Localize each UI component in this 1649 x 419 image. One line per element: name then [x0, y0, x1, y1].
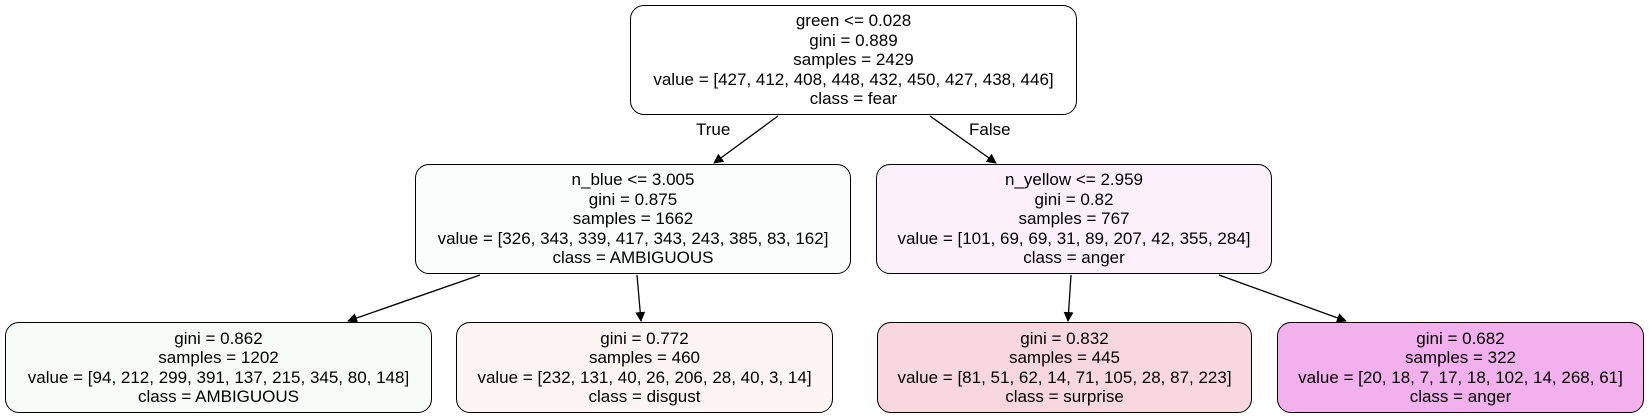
node-value: value = [427, 412, 408, 448, 432, 450, 4… — [653, 69, 1054, 89]
edge-label-true: True — [696, 120, 731, 139]
node-samples: samples = 767 — [1018, 209, 1130, 229]
node-class: class = disgust — [588, 387, 701, 406]
edge-left-to-leaf-2 — [635, 274, 646, 322]
tree-leaf-2: gini = 0.772 samples = 460 value = [232,… — [456, 322, 833, 413]
node-gini: gini = 0.682 — [1416, 328, 1505, 348]
node-samples: samples = 322 — [1404, 348, 1517, 367]
tree-leaf-1: gini = 0.862 samples = 1202 value = [94,… — [5, 322, 432, 413]
edge-right-to-leaf-3 — [1063, 274, 1074, 322]
node-condition: n_blue <= 3.005 — [571, 170, 695, 190]
node-samples: samples = 2429 — [793, 50, 914, 70]
node-gini: gini = 0.875 — [588, 189, 678, 209]
node-samples: samples = 445 — [1008, 348, 1121, 367]
tree-leaf-4: gini = 0.682 samples = 322 value = [20, … — [1277, 322, 1644, 413]
edge-left-to-leaf-1 — [347, 274, 481, 323]
node-class: class = AMBIGUOUS — [552, 248, 714, 268]
edge-right-to-leaf-4 — [1218, 274, 1347, 323]
node-value: value = [94, 212, 299, 391, 137, 215, 34… — [27, 367, 410, 387]
edge-label-false: False — [969, 120, 1011, 139]
node-value: value = [20, 18, 7, 17, 18, 102, 14, 268… — [1298, 367, 1623, 387]
edge-root-to-right — [929, 115, 997, 164]
node-gini: gini = 0.82 — [1034, 189, 1114, 209]
node-condition: green <= 0.028 — [795, 11, 912, 31]
node-value: value = [232, 131, 40, 26, 206, 28, 40, … — [477, 367, 812, 387]
tree-node-root: green <= 0.028 gini = 0.889 samples = 24… — [630, 5, 1077, 115]
node-samples: samples = 1202 — [158, 348, 279, 367]
edge-root-to-left — [713, 115, 779, 164]
node-samples: samples = 1662 — [572, 209, 694, 229]
node-gini: gini = 0.862 — [174, 328, 263, 348]
node-class: class = AMBIGUOUS — [137, 387, 300, 406]
node-value: value = [81, 51, 62, 14, 71, 105, 28, 87… — [897, 367, 1232, 387]
node-gini: gini = 0.772 — [600, 328, 689, 348]
node-gini: gini = 0.889 — [809, 30, 898, 50]
node-class: class = anger — [1023, 248, 1125, 268]
node-value: value = [101, 69, 69, 31, 89, 207, 42, 3… — [897, 228, 1251, 248]
node-class: class = surprise — [1005, 387, 1124, 406]
node-class: class = anger — [1409, 387, 1512, 406]
tree-leaf-3: gini = 0.832 samples = 445 value = [81, … — [877, 322, 1252, 413]
tree-node-right: n_yellow <= 2.959 gini = 0.82 samples = … — [876, 164, 1272, 274]
node-gini: gini = 0.832 — [1020, 328, 1109, 348]
node-condition: n_yellow <= 2.959 — [1005, 170, 1143, 190]
node-samples: samples = 460 — [588, 348, 701, 367]
node-value: value = [326, 343, 339, 417, 343, 243, 3… — [437, 228, 829, 248]
tree-node-left: n_blue <= 3.005 gini = 0.875 samples = 1… — [415, 164, 851, 274]
node-class: class = fear — [809, 89, 898, 109]
